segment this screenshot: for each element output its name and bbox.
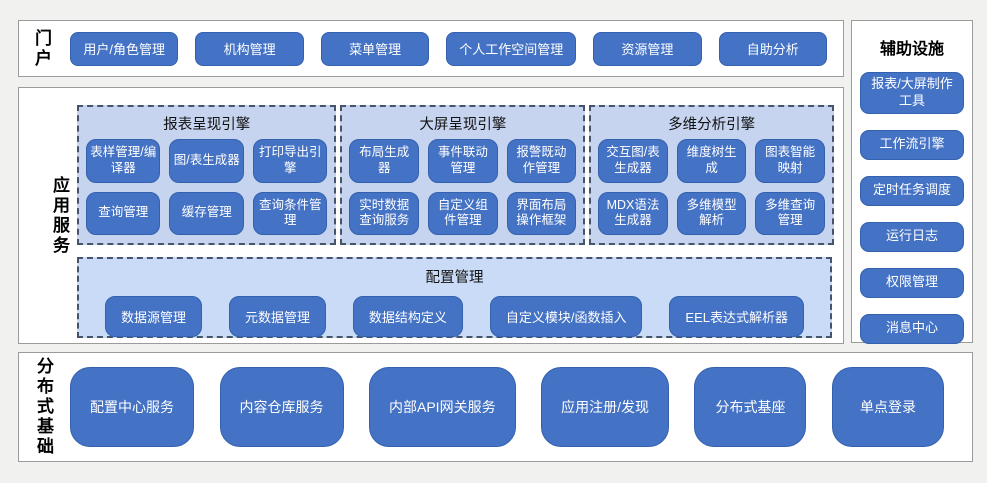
auxiliary-buttons: 报表/大屏制作工具工作流引擎定时任务调度运行日志权限管理消息中心 <box>852 72 972 344</box>
engine-module-box: 实时数据查询服务 <box>349 191 420 235</box>
distributed-module-box: 内部API网关服务 <box>369 367 516 447</box>
engine-module-grid: 表样管理/编译器图/表生成器打印导出引擎查询管理缓存管理查询条件管理 <box>86 139 328 235</box>
portal-buttons: 用户/角色管理机构管理菜单管理个人工作空间管理资源管理自助分析 <box>70 31 827 66</box>
distributed-panel: 分布式基础 配置中心服务内容仓库服务内部API网关服务应用注册/发现分布式基座单… <box>18 352 973 462</box>
auxiliary-module-box: 工作流引擎 <box>860 129 964 160</box>
auxiliary-panel: 辅助设施 报表/大屏制作工具工作流引擎定时任务调度运行日志权限管理消息中心 <box>851 20 973 344</box>
portal-module-box: 个人工作空间管理 <box>446 31 577 66</box>
engine-group: 多维分析引擎交互图/表生成器维度树生成图表智能映射 MDX语法生成器多维模型解析多… <box>589 105 834 245</box>
distributed-module-box: 内容仓库服务 <box>219 367 344 447</box>
engine-group-title: 报表呈现引擎 <box>163 117 251 133</box>
engine-module-box: 交互图/表生成器 <box>598 139 668 183</box>
distributed-module-box: 分布式基座 <box>694 367 807 447</box>
auxiliary-module-box: 定时任务调度 <box>860 175 964 206</box>
app-services-panel: 应用服务 报表呈现引擎表样管理/编译器图/表生成器打印导出引擎查询管理缓存管理查… <box>18 87 844 344</box>
engine-group-title: 大屏呈现引擎 <box>419 117 507 133</box>
auxiliary-label: 辅助设施 <box>879 41 944 58</box>
engine-module-box: 事件联动管理 <box>428 139 498 183</box>
engine-module-box: 自定义组件管理 <box>428 191 498 235</box>
engine-group: 大屏呈现引擎布局生成器事件联动管理报警既动作管理实时数据查询服务自定义组件管理界… <box>340 105 586 245</box>
engine-group: 报表呈现引擎表样管理/编译器图/表生成器打印导出引擎查询管理缓存管理查询条件管理 <box>77 105 337 245</box>
engine-module-box: 缓存管理 <box>169 191 244 235</box>
engine-module-box: 查询条件管理 <box>252 191 328 235</box>
portal-module-box: 资源管理 <box>593 31 702 66</box>
engine-group-title: 多维分析引擎 <box>668 117 756 133</box>
engine-module-box: 图/表生成器 <box>169 139 244 183</box>
engine-module-box: 图表智能映射 <box>755 139 825 183</box>
auxiliary-module-box: 权限管理 <box>860 267 964 298</box>
auxiliary-module-box: 消息中心 <box>860 313 964 344</box>
config-module-box: 数据源管理 <box>105 296 203 337</box>
app-services-label: 应用服务 <box>50 175 69 256</box>
portal-panel: 门户 用户/角色管理机构管理菜单管理个人工作空间管理资源管理自助分析 <box>18 20 844 77</box>
engine-module-box: MDX语法生成器 <box>598 191 668 235</box>
engine-module-box: 多维模型解析 <box>676 191 747 235</box>
config-module-box: 数据结构定义 <box>352 296 463 337</box>
engine-module-box: 维度树生成 <box>676 139 747 183</box>
engine-module-box: 表样管理/编译器 <box>86 139 161 183</box>
config-module-box: 元数据管理 <box>228 296 326 337</box>
config-buttons: 数据源管理元数据管理数据结构定义自定义模块/函数插入 EEL表达式解析器 <box>105 296 804 337</box>
distributed-module-box: 配置中心服务 <box>70 367 194 447</box>
portal-label: 门户 <box>32 28 51 69</box>
config-management-group: 配置管理 数据源管理元数据管理数据结构定义自定义模块/函数插入 EEL表达式解析器 <box>77 257 832 338</box>
portal-module-box: 机构管理 <box>195 31 304 66</box>
distributed-module-box: 应用注册/发现 <box>541 367 669 447</box>
auxiliary-module-box: 报表/大屏制作工具 <box>860 72 964 114</box>
config-module-box: EEL表达式解析器 <box>669 296 804 337</box>
distributed-module-box: 单点登录 <box>831 367 944 447</box>
distributed-label: 分布式基础 <box>34 357 53 457</box>
engine-module-box: 查询管理 <box>86 191 161 235</box>
config-group-title: 配置管理 <box>425 270 484 286</box>
auxiliary-module-box: 运行日志 <box>860 221 964 252</box>
distributed-buttons: 配置中心服务内容仓库服务内部API网关服务应用注册/发现分布式基座单点登录 <box>70 367 944 447</box>
engine-groups: 报表呈现引擎表样管理/编译器图/表生成器打印导出引擎查询管理缓存管理查询条件管理… <box>77 105 834 245</box>
engine-module-grid: 交互图/表生成器维度树生成图表智能映射 MDX语法生成器多维模型解析多维查询管理 <box>598 139 825 235</box>
engine-module-box: 报警既动作管理 <box>506 139 577 183</box>
config-module-box: 自定义模块/函数插入 <box>489 296 643 337</box>
engine-module-box: 多维查询管理 <box>755 191 825 235</box>
portal-module-box: 自助分析 <box>718 31 827 66</box>
engine-module-box: 布局生成器 <box>349 139 420 183</box>
engine-module-box: 打印导出引擎 <box>252 139 328 183</box>
portal-module-box: 用户/角色管理 <box>70 31 179 66</box>
portal-module-box: 菜单管理 <box>320 31 430 66</box>
engine-module-box: 界面布局操作框架 <box>506 191 577 235</box>
engine-module-grid: 布局生成器事件联动管理报警既动作管理实时数据查询服务自定义组件管理界面布局操作框… <box>349 139 577 235</box>
